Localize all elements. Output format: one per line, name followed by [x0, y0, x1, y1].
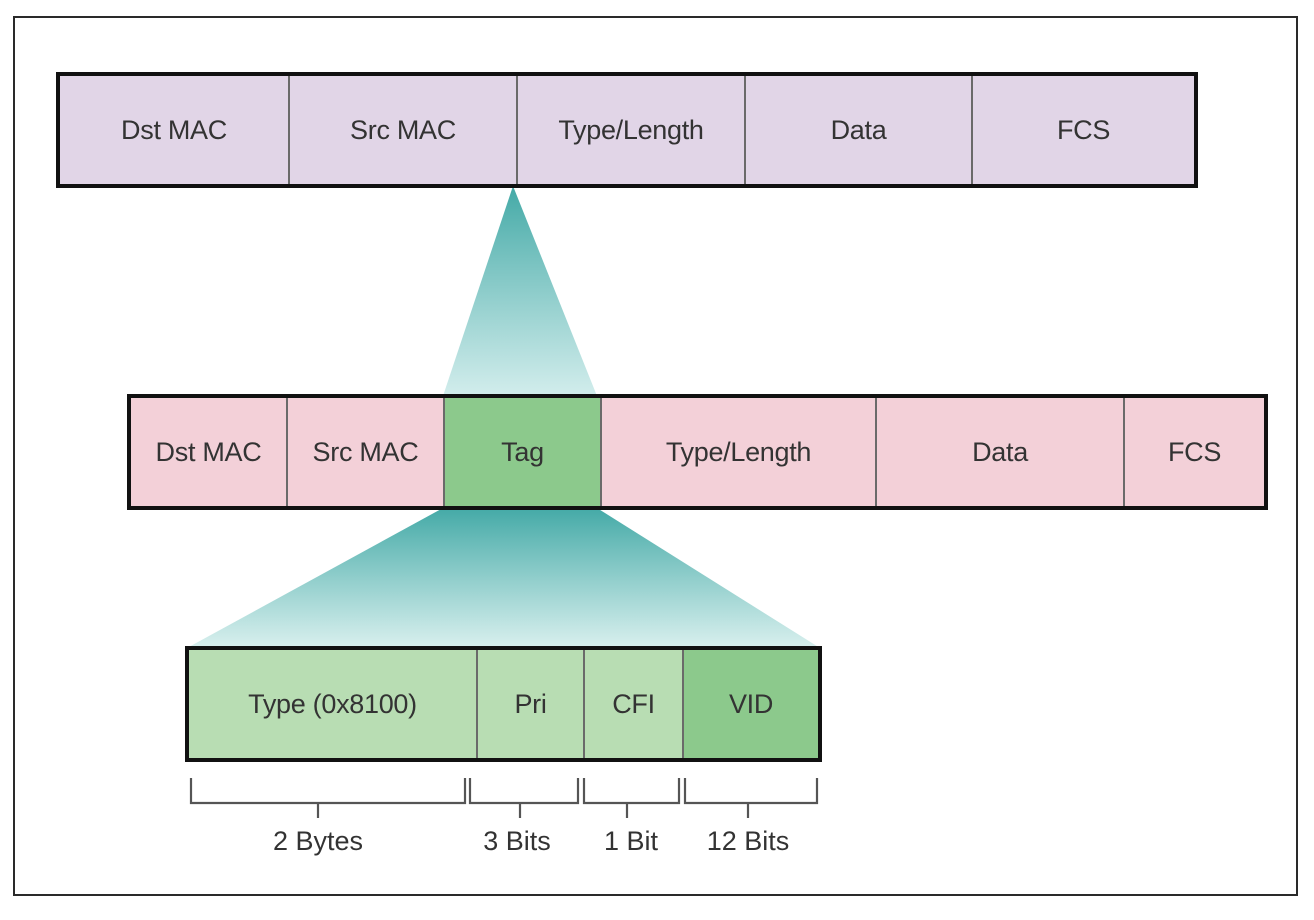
field-data: Data: [744, 76, 971, 184]
field-tpid: Type (0x8100): [189, 650, 476, 758]
field-vid: VID: [682, 650, 818, 758]
field-src-mac: Src MAC: [286, 398, 443, 506]
field-tag: Tag: [443, 398, 600, 506]
size-label-pri: 3 Bits: [483, 826, 551, 856]
ethernet-frame: Dst MAC Src MAC Type/Length Data FCS: [56, 72, 1198, 188]
field-type-length: Type/Length: [516, 76, 744, 184]
bracket-3-bits: [468, 778, 580, 818]
field-dst-mac: Dst MAC: [131, 398, 286, 506]
funnel-tag-to-detail: [187, 508, 820, 648]
field-priority: Pri: [476, 650, 583, 758]
tag-detail: Type (0x8100) Pri CFI VID: [185, 646, 822, 762]
field-fcs: FCS: [971, 76, 1194, 184]
bracket-12-bits: [683, 778, 819, 818]
field-fcs: FCS: [1123, 398, 1264, 506]
funnel-type-to-tag: [443, 186, 597, 396]
size-label-vid: 12 Bits: [706, 826, 790, 856]
bracket-1-bit: [582, 778, 681, 818]
size-label-cfi: 1 Bit: [603, 826, 659, 856]
field-data: Data: [875, 398, 1123, 506]
size-label-type: 2 Bytes: [272, 826, 364, 856]
field-type-length: Type/Length: [600, 398, 875, 506]
field-dst-mac: Dst MAC: [60, 76, 288, 184]
field-src-mac: Src MAC: [288, 76, 516, 184]
tagged-ethernet-frame: Dst MAC Src MAC Tag Type/Length Data FCS: [127, 394, 1268, 510]
field-cfi: CFI: [583, 650, 682, 758]
bracket-2-bytes: [189, 778, 467, 818]
